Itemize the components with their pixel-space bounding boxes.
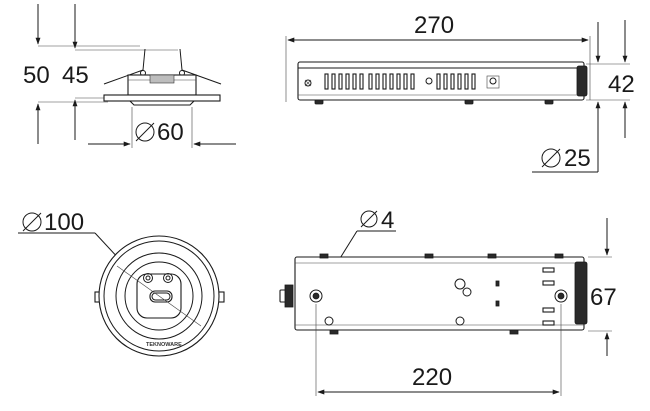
brand-logo: TEKNOWARE — [146, 342, 182, 348]
front-view-round: 100 TEKNOWARE — [18, 209, 225, 357]
dim-height-total: 50 — [23, 62, 50, 89]
dim-height-67: 67 — [590, 284, 617, 311]
bottom-view-box: 4 67 — [279, 207, 617, 396]
dim-diameter-60: 60 — [157, 119, 184, 146]
dim-height-inner: 45 — [62, 62, 89, 89]
dim-spacing-220: 220 — [412, 364, 452, 391]
side-view-round: 50 45 60 — [23, 4, 236, 148]
dim-height-42: 42 — [608, 71, 635, 98]
dim-length-270: 270 — [414, 12, 454, 39]
side-view-box: 270 — [285, 12, 635, 173]
dim-diameter-25: 25 — [564, 145, 591, 172]
vent-slots — [324, 73, 476, 90]
dim-diameter-100: 100 — [44, 209, 84, 236]
dim-hole-4: 4 — [381, 207, 394, 234]
